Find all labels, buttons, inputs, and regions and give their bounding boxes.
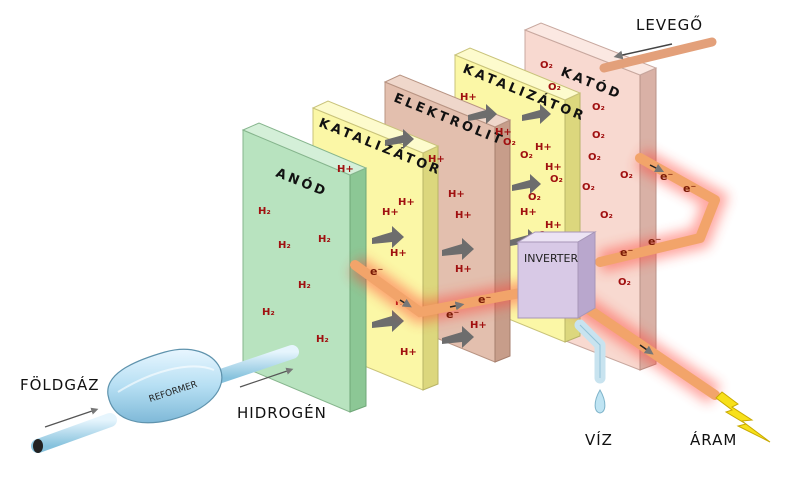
hydrogen-label: HIDROGÉN <box>237 403 327 422</box>
flow-arrow <box>372 226 404 248</box>
flow-arrow <box>442 326 474 348</box>
h-plus-label: H+ <box>545 162 562 173</box>
catalyst2-molecules: H+ H+ O₂ H+ O₂ H+ O₂ O₂ H+ H+ O₂ <box>460 92 563 241</box>
electron-label: e⁻ <box>370 265 383 278</box>
flow-arrow <box>385 129 414 149</box>
gas-arrow <box>44 407 99 428</box>
o2-label: O₂ <box>503 137 516 148</box>
anode-plate: ANÓD <box>241 122 368 413</box>
h-plus-label: H+ <box>455 264 472 275</box>
h-plus-label: H+ <box>390 248 407 259</box>
flow-arrow <box>372 310 404 332</box>
flow-arrow <box>522 104 551 124</box>
h2-label: H₂ <box>318 234 331 245</box>
electron-label: e⁻ <box>478 293 491 306</box>
o2-label: O₂ <box>520 150 533 161</box>
flow-arrow <box>468 104 497 124</box>
anode-top <box>241 122 368 176</box>
water-outlet: VÍZ <box>574 319 613 449</box>
proton-flow-arrows <box>372 104 551 348</box>
pipe-arrow <box>399 298 412 308</box>
electrolyte-side <box>494 119 511 363</box>
o2-label: O₂ <box>592 102 605 113</box>
o2-label: O₂ <box>592 130 605 141</box>
catalyst2-top <box>453 47 582 101</box>
h2-label: H₂ <box>262 307 275 318</box>
electron-label: e⁻ <box>683 182 696 195</box>
electron-label: e⁻ <box>660 170 673 183</box>
h2-molecules: H₂ H₂ H₂ H₂ H₂ H₂ <box>258 206 331 345</box>
h2-label: H₂ <box>298 280 311 291</box>
electron-label: e⁻ <box>446 308 459 321</box>
inverter-label: INVERTER <box>524 252 578 265</box>
pipe-arrow <box>639 344 654 355</box>
electron-pipe <box>595 153 720 267</box>
current-output: ÁRAM <box>690 391 771 449</box>
o2-label: O₂ <box>618 277 631 288</box>
o2-label: O₂ <box>582 182 595 193</box>
hydrogen-arrow <box>239 367 294 388</box>
flow-arrow <box>442 238 474 260</box>
catalyst1-side <box>422 145 439 391</box>
lightning-icon <box>715 391 771 443</box>
current-label: ÁRAM <box>690 430 737 449</box>
gas-inlet-pipe <box>31 413 117 453</box>
o2-label: O₂ <box>540 60 553 71</box>
o2-label: O₂ <box>528 192 541 203</box>
anode-side <box>349 167 367 413</box>
air-label: LEVEGŐ <box>636 14 703 34</box>
pipe-arrow <box>649 163 665 173</box>
electron-labels: e⁻ e⁻ e⁻ e⁻ e⁻ e⁻ e⁻ <box>370 170 696 321</box>
air-pipe <box>599 37 717 73</box>
h-plus-label: H+ <box>520 207 537 218</box>
cathode-side <box>639 67 657 371</box>
h2-label: H₂ <box>278 240 291 251</box>
pipe-arrow <box>449 301 465 311</box>
natural-gas-label: FÖLDGÁZ <box>20 375 100 394</box>
h-plus-label: H+ <box>495 127 512 138</box>
reformer-highlight <box>117 365 215 393</box>
inverter-box: INVERTER <box>516 231 597 319</box>
h-plus-label: H+ <box>448 189 465 200</box>
h-plus-label: H+ <box>535 142 552 153</box>
o2-label: O₂ <box>620 170 633 181</box>
h-plus-label: H+ <box>337 164 354 175</box>
h-plus-label: H+ <box>400 347 417 358</box>
h-plus-label: H+ <box>455 210 472 221</box>
electron-label: e⁻ <box>620 246 633 259</box>
h-plus-label: H+ <box>398 197 415 208</box>
o2-label: O₂ <box>588 152 601 163</box>
reformer-tank <box>107 348 223 424</box>
water-label: VÍZ <box>585 430 613 449</box>
hydrogen-pipe <box>208 345 299 385</box>
h-plus-label: H+ <box>545 220 562 231</box>
reformer-unit: REFORMER FÖLDGÁZ HIDROGÉN <box>20 345 327 453</box>
h-plus-label: H+ <box>382 207 399 218</box>
water-drop-icon <box>594 389 606 414</box>
electron-label: e⁻ <box>648 235 661 248</box>
h-plus-electrolyte: H+ H+ H+ H+ H+ <box>428 154 487 331</box>
air-inlet: LEVEGŐ <box>599 14 717 73</box>
h2-label: H₂ <box>258 206 271 217</box>
flow-arrow <box>512 174 541 194</box>
h2-label: H₂ <box>316 334 329 345</box>
inverter-side <box>577 231 596 319</box>
o2-label: O₂ <box>548 82 561 93</box>
pipe-opening <box>33 439 43 453</box>
h-plus-label: H+ <box>460 92 477 103</box>
o2-label: O₂ <box>550 174 563 185</box>
air-arrow <box>613 43 673 60</box>
h-plus-label: H+ <box>428 154 445 165</box>
h-plus-label: H+ <box>470 320 487 331</box>
water-pipe-edge <box>579 324 601 378</box>
o2-label: O₂ <box>600 210 613 221</box>
